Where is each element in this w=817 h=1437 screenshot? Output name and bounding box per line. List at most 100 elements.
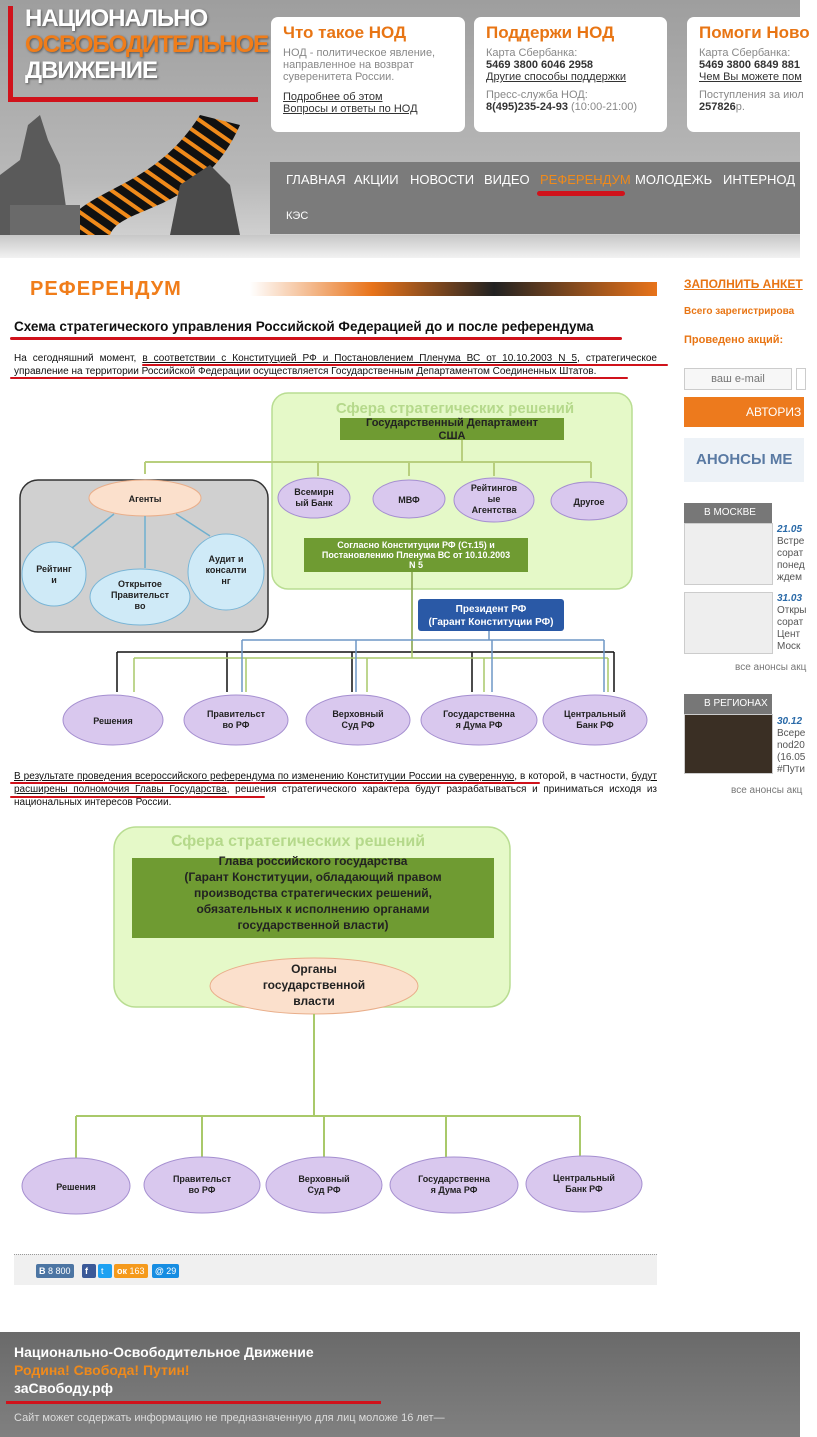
press-hours: (10:00-21:00) [571,101,638,113]
announce-image-2[interactable] [684,592,773,654]
card-what-is-nod: Что такое НОД НОД - политическое явление… [271,17,465,132]
announce-image-1[interactable] [684,523,773,585]
president-box [418,599,564,631]
tab-regions[interactable]: В РЕГИОНАХ [684,694,772,714]
faq-link[interactable]: Вопросы и ответы по НОД [283,103,418,115]
rating-agencies-label-2: ые [488,494,501,504]
head-label-3: производства стратегических решений, [194,886,432,900]
paragraph-1: На сегодняшний момент, в соответствии с … [14,352,657,378]
p1-text-2: , стратегическое управление на территори… [14,353,657,377]
card-title: Что такое НОД [283,23,407,42]
nav-item-news[interactable]: НОВОСТИ [410,172,475,187]
income-label: Поступления за июл [699,89,804,101]
constitution-label-2: Постановлению Пленума ВС от 10.10.2003 [322,550,510,560]
all-announcements-link[interactable]: все анонсы акц [735,662,807,673]
auth-button[interactable]: АВТОРИЗ [684,397,804,427]
sphere-title: Сфера стратегических решений [336,400,574,417]
nav-item-youth[interactable]: МОЛОДЕЖЬ [635,172,713,187]
main-nav: ГЛАВНАЯ АКЦИИ НОВОСТИ ВИДЕО РЕФЕРЕНДУМ М… [270,162,800,198]
mail-count: 29 [166,1266,177,1276]
supreme-court-label-4: Суд РФ [307,1185,340,1195]
page-heading: РЕФЕРЕНДУМ [30,278,182,300]
president-label-2: (Гарант Конституции РФ) [428,617,553,628]
government-node [183,694,289,746]
announce-text-1: Встре [777,536,805,547]
header-shadow [0,235,800,258]
card-text: НОД - политическое явление, направленное… [283,47,436,83]
income-unit: р. [735,101,745,113]
announce-date-2[interactable]: 31.03 [777,593,803,604]
sphere-title-2: Сфера стратегических решений [171,833,425,850]
world-bank-node [277,477,351,519]
constitution-label-3: N 5 [409,560,423,570]
p1-text: На сегодняшний момент, [14,353,143,364]
footer-site-link[interactable]: заСвободу.рф [14,1380,113,1396]
announce-text-2d: Моск [777,641,801,652]
email-input[interactable] [684,368,792,390]
p2-red-line-2 [10,796,265,798]
state-duma-node [420,694,538,746]
nav-item-kes[interactable]: КЭС [286,210,309,222]
more-about-link[interactable]: Подробнее об этом [283,91,383,103]
nav-item-video[interactable]: ВИДЕО [484,172,530,187]
p1-underlined: в соответствии с Конституцией РФ и Поста… [142,353,578,364]
footer-org-name: Национально-Освободительное Движение [14,1344,314,1360]
share-bar: В 8 800 f t ок 163 @ 29 [14,1254,657,1285]
government-node-2 [143,1156,261,1214]
nav-item-actions[interactable]: АКЦИИ [354,172,399,187]
government-label-4: во РФ [189,1185,216,1195]
decisions-node [62,694,164,746]
audit-label-3: нг [221,576,230,586]
supreme-court-node-2 [265,1156,383,1214]
ok-share-button[interactable]: ок 163 [114,1264,148,1278]
mail-share-button[interactable]: @ 29 [152,1264,180,1278]
other-support-link[interactable]: Другие способы поддержки [486,71,627,83]
p1-red-line-2 [10,377,628,379]
imf-node [372,479,446,519]
imf-label: МВФ [398,495,420,505]
announce-text-2: Откры [777,605,807,616]
announce-date-3[interactable]: 30.12 [777,716,803,727]
central-bank-label-4: Банк РФ [565,1184,603,1194]
rating-label-2: и [51,575,57,585]
fill-form-link[interactable]: ЗАПОЛНИТЬ АНКЕТ [684,277,803,291]
central-bank-label-2: Банк РФ [576,720,614,730]
state-duma-label-2: я Дума РФ [456,720,503,730]
rating-label: Рейтинг [36,564,72,574]
password-input[interactable] [796,368,806,390]
central-bank-node-2 [525,1155,643,1213]
announce-text-1c: понед [777,560,805,571]
central-bank-label-3: Центральный [553,1173,615,1183]
announce-date-1[interactable]: 21.05 [777,524,803,535]
all-announcements-link-2[interactable]: все анонсы акц [731,785,803,796]
nav-item-main[interactable]: ГЛАВНАЯ [286,172,346,187]
income-amount: 257826 [699,101,736,113]
audit-label: Аудит и [209,554,244,564]
tab-moscow[interactable]: В МОСКВЕ [684,503,772,523]
dept-label: Государственный Департамент [366,417,539,429]
state-duma-label-4: я Дума РФ [431,1185,478,1195]
announce-text-2b: сорат [777,617,804,628]
head-of-state-box [132,858,494,938]
how-help-link[interactable]: Чем Вы можете пом [699,71,802,83]
vk-share-button[interactable]: В 8 800 [36,1264,74,1278]
logo-line-2: ОСВОБОДИТЕЛЬНОЕ [25,31,269,58]
twitter-icon[interactable]: t [98,1264,112,1278]
announce-text-1b: сорат [777,548,804,559]
announce-image-3[interactable] [684,714,773,774]
nav-item-internod[interactable]: ИНТЕРНОД [723,172,796,187]
card-text: Карта Сбербанка: [486,47,578,59]
announcements-heading: АНОНСЫ МЕ [684,438,804,482]
logo-line-3: ДВИЖЕНИЕ [25,57,158,84]
footer-slogan: Родина! Свобода! Путин! [14,1362,190,1378]
card-title: Помоги Ново [699,23,810,42]
head-label-5: государственной власти) [237,918,388,932]
facebook-icon[interactable]: f [82,1264,96,1278]
site-footer: Национально-Освободительное Движение Род… [0,1332,800,1437]
government-label-3: Правительст [173,1174,232,1184]
organs-label-2: государственной [263,978,365,992]
nav-item-referendum[interactable]: РЕФЕРЕНДУМ [540,172,631,187]
rating-node [21,541,87,607]
head-label: Глава российского государства [219,854,408,868]
site-logo[interactable]: НАЦИОНАЛЬНО ОСВОБОДИТЕЛЬНОЕ ДВИЖЕНИЕ [8,6,269,102]
